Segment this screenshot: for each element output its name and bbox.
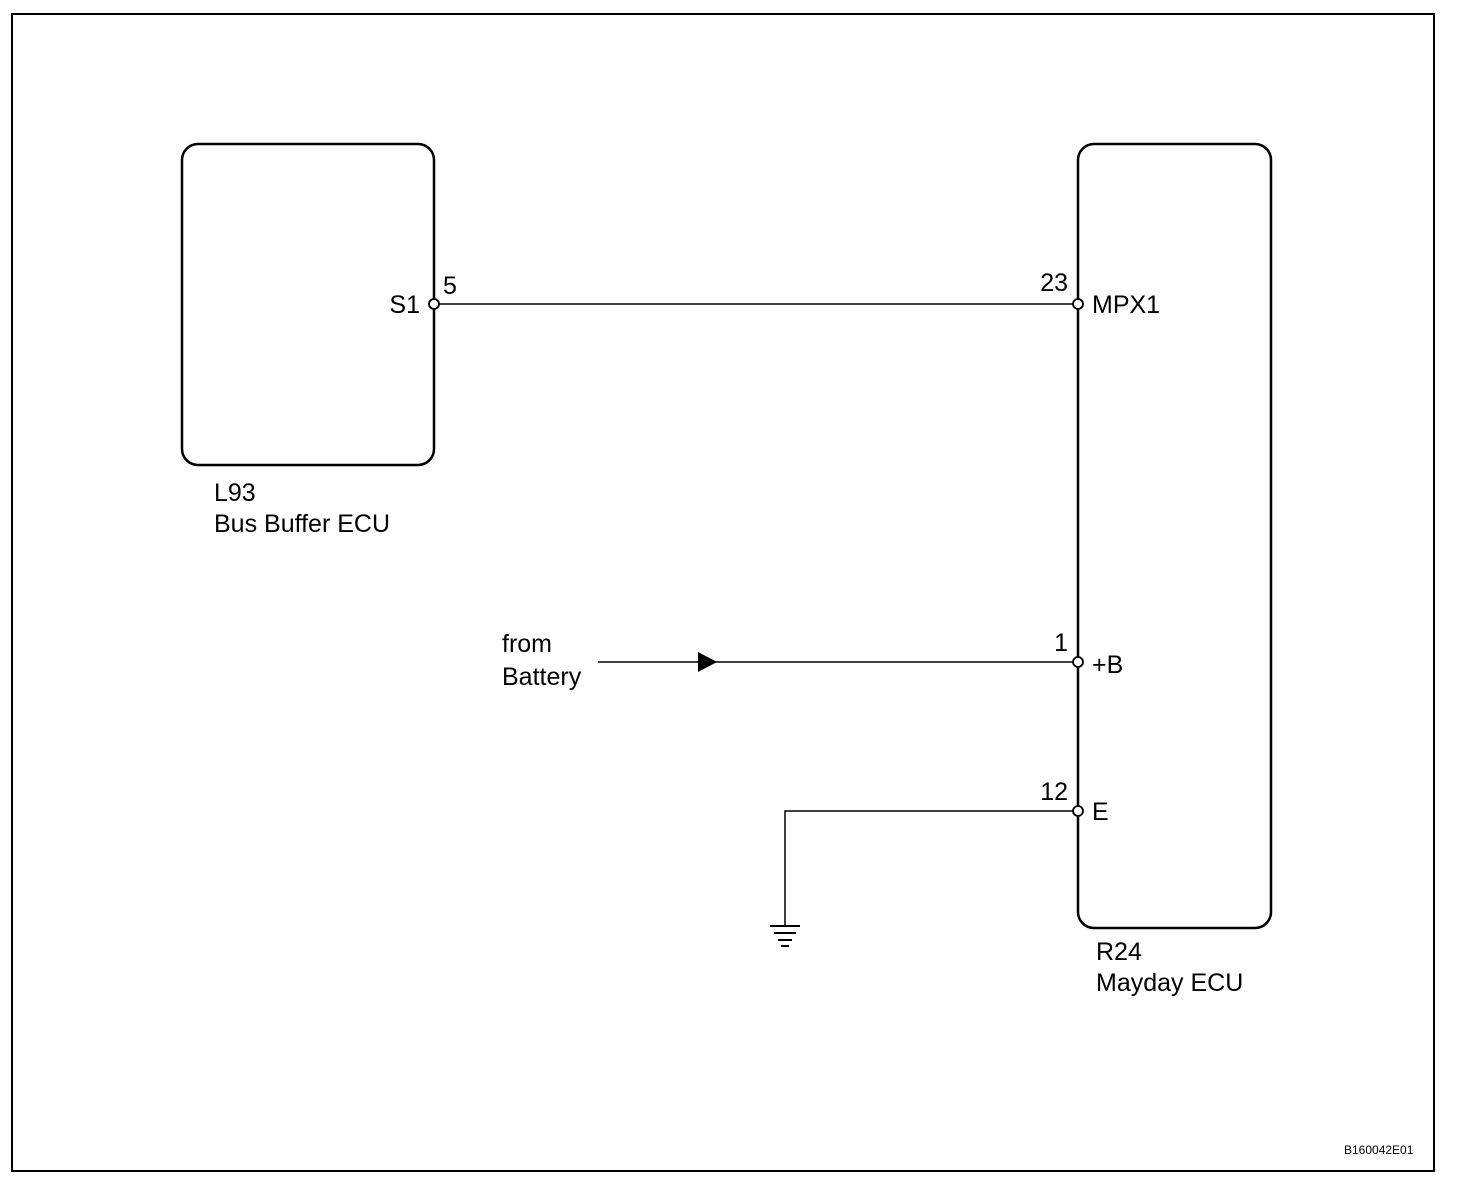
battery-source-line2: Battery xyxy=(502,663,582,691)
figure-id: B160042E01 xyxy=(1344,1143,1414,1157)
terminal-plus-b xyxy=(1072,656,1084,668)
wire-e-ground xyxy=(784,810,1078,925)
mayday-ecu-name: Mayday ECU xyxy=(1096,969,1244,997)
bus-buffer-ecu-name: Bus Buffer ECU xyxy=(214,510,391,538)
pin-number-1: 1 xyxy=(1054,629,1068,657)
pin-name-e: E xyxy=(1092,798,1109,826)
battery-source-line1: from xyxy=(502,630,552,658)
mayday-ecu-code: R24 xyxy=(1096,938,1142,966)
terminal-mpx1 xyxy=(1072,298,1084,310)
terminal-e xyxy=(1072,805,1084,817)
terminal-s1 xyxy=(428,298,440,310)
pin-number-5: 5 xyxy=(443,272,457,300)
pin-name-mpx1: MPX1 xyxy=(1092,291,1161,319)
mayday-ecu-box xyxy=(1076,142,1273,930)
current-direction-arrow-icon xyxy=(698,652,717,672)
pin-name-s1: S1 xyxy=(389,291,420,319)
diagram-frame xyxy=(11,13,1435,1172)
pin-name-plus-b: +B xyxy=(1092,651,1124,679)
pin-number-23: 23 xyxy=(1040,269,1068,297)
pin-number-12: 12 xyxy=(1040,778,1068,806)
bus-buffer-ecu-code: L93 xyxy=(214,479,256,507)
ground-icon xyxy=(770,925,800,947)
